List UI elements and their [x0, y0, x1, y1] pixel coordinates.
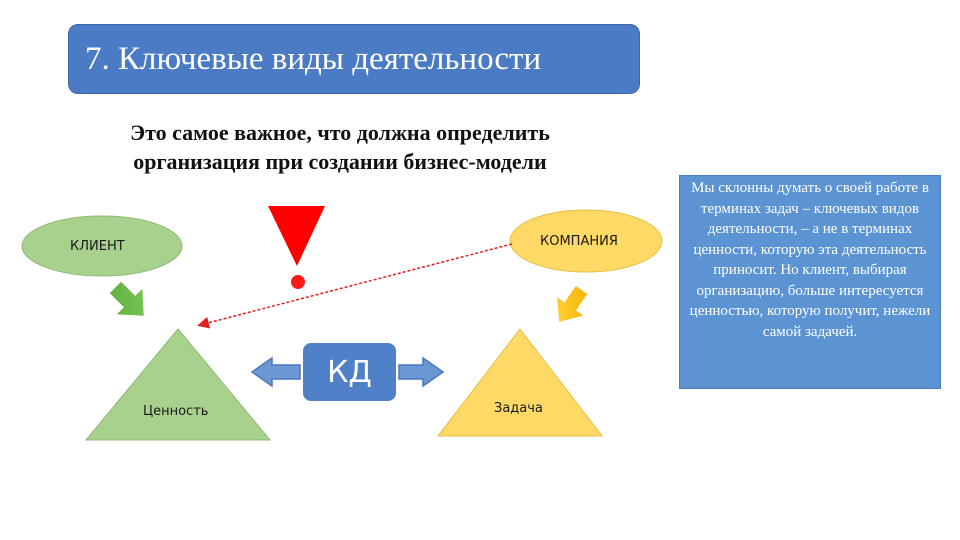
right-arrow: [398, 356, 445, 388]
subtitle-line-1: Это самое важное, что должна определить: [130, 120, 550, 145]
task-triangle: [436, 328, 604, 437]
task-label: Задача: [494, 401, 543, 416]
warning-triangle: [268, 206, 325, 266]
green-down-arrow: [109, 281, 144, 316]
kd-box: КД: [303, 343, 396, 401]
slide-title: 7. Ключевые виды деятельности: [85, 40, 542, 77]
company-to-value-connector: [197, 243, 513, 329]
value-triangle: [84, 328, 272, 441]
client-ellipse: [21, 215, 183, 277]
warning-dot: [289, 273, 307, 291]
client-label: КЛИЕНТ: [70, 239, 125, 254]
company-label: КОМПАНИЯ: [540, 234, 618, 249]
kd-label: КД: [327, 354, 372, 390]
title-banner: 7. Ключевые виды деятельности: [68, 24, 640, 94]
yellow-down-arrow: [557, 285, 588, 322]
subtitle-line-2: организация при создании бизнес-модели: [133, 149, 547, 174]
subtitle: Это самое важное, что должна определить …: [40, 118, 640, 176]
left-arrow: [250, 356, 301, 388]
note-text: Мы склонны думать о своей работе в терми…: [689, 180, 931, 340]
company-ellipse: [509, 209, 663, 273]
note-box: Мы склонны думать о своей работе в терми…: [679, 175, 941, 389]
value-label: Ценность: [143, 404, 209, 419]
